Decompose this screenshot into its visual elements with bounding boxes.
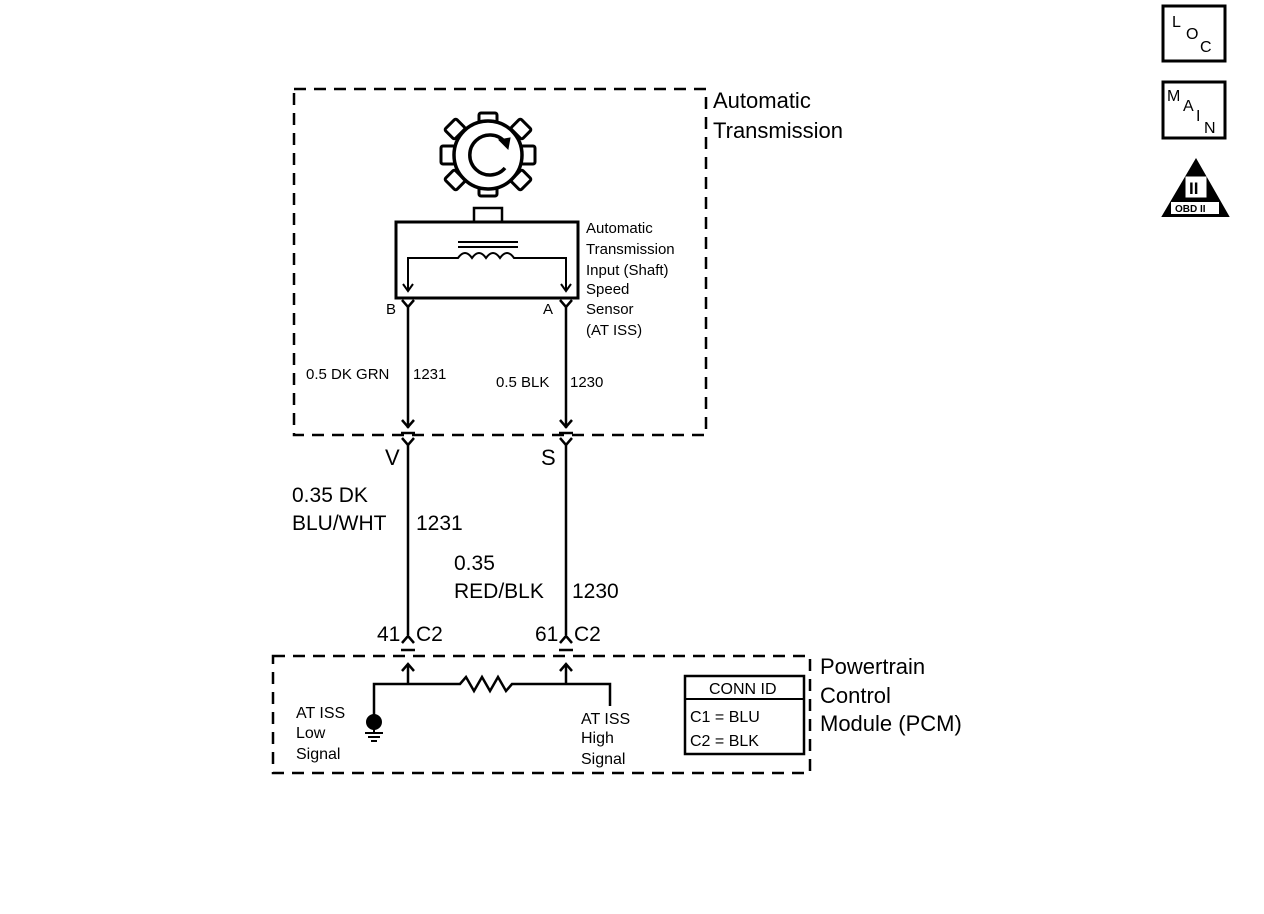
svg-text:L: L (1172, 14, 1181, 31)
svg-text:N: N (1204, 120, 1216, 137)
pcm-boundary (271, 654, 812, 775)
wire-outer-right-circuit: 1230 (572, 580, 619, 603)
svg-text:Signal: Signal (296, 746, 340, 763)
pcm-internal-circuit (372, 662, 612, 716)
svg-text:II: II (1189, 179, 1198, 198)
low-signal-label: AT ISS Low Signal (296, 705, 345, 763)
wire-outer-left-gauge: 0.35 DK (292, 484, 368, 507)
sensor-pin-a: A (543, 301, 553, 318)
pcm-label-line3: Module (PCM) (820, 711, 962, 736)
inner-wires (401, 307, 573, 429)
wire-inner-left-color: 0.5 DK GRN (306, 366, 389, 383)
obd-ii-icon[interactable]: II OBD II (1161, 158, 1230, 217)
svg-text:Low: Low (296, 725, 326, 742)
inline-connector-s: S (541, 445, 556, 470)
svg-text:AT ISS: AT ISS (581, 711, 630, 728)
pcm-conn-right: C2 (574, 623, 601, 646)
wire-inner-right-circuit: 1230 (570, 374, 603, 391)
outer-wires (406, 445, 568, 635)
speed-sensor-icon (394, 206, 580, 300)
svg-text:C: C (1200, 39, 1212, 56)
wire-outer-right-color: RED/BLK (454, 580, 544, 603)
svg-text:Speed: Speed (586, 281, 629, 298)
svg-text:AT ISS: AT ISS (296, 705, 345, 722)
conn-id-row-c2: C2 = BLK (690, 733, 759, 750)
svg-text:M: M (1167, 88, 1180, 105)
pcm-conn-left: C2 (416, 623, 443, 646)
conn-id-header: CONN ID (709, 681, 777, 698)
sensor-label: Automatic Transmission Input (Shaft) Spe… (586, 220, 675, 339)
loc-icon[interactable]: L O C (1161, 4, 1227, 63)
pcm-pin-41: 41 (377, 623, 400, 646)
svg-text:OBD II: OBD II (1175, 204, 1206, 215)
svg-text:High: High (581, 730, 614, 747)
conn-id-table: CONN ID C1 = BLU C2 = BLK (683, 674, 806, 756)
wire-outer-left-circuit: 1231 (416, 512, 463, 535)
svg-text:(AT ISS): (AT ISS) (586, 322, 642, 339)
reluctor-wheel-icon (439, 111, 537, 198)
svg-text:Sensor: Sensor (586, 301, 634, 318)
svg-text:Signal: Signal (581, 751, 625, 768)
pcm-pin-61: 61 (535, 623, 558, 646)
ground-icon (365, 714, 383, 742)
inline-connectors (401, 431, 573, 447)
pcm-connectors (401, 634, 573, 652)
transmission-label-line2: Transmission (713, 118, 843, 143)
inline-connector-v: V (385, 445, 400, 470)
pcm-label-line2: Control (820, 683, 891, 708)
svg-text:A: A (1183, 98, 1194, 115)
svg-text:O: O (1186, 26, 1198, 43)
wire-outer-right-gauge: 0.35 (454, 552, 495, 575)
high-signal-label: AT ISS High Signal (581, 711, 630, 768)
transmission-label-line1: Automatic (713, 88, 811, 113)
wire-inner-left-circuit: 1231 (413, 366, 446, 383)
conn-id-row-c1: C1 = BLU (690, 709, 760, 726)
svg-text:Automatic: Automatic (586, 220, 653, 237)
sensor-pin-b: B (386, 301, 396, 318)
main-icon[interactable]: M A I N (1161, 80, 1227, 140)
pcm-label-line1: Powertrain (820, 654, 925, 679)
svg-text:Transmission: Transmission (586, 241, 675, 258)
svg-text:I: I (1196, 108, 1200, 125)
svg-text:Input (Shaft): Input (Shaft) (586, 262, 669, 279)
transmission-boundary (292, 87, 708, 437)
wire-inner-right-color: 0.5 BLK (496, 374, 549, 391)
wire-outer-left-color: BLU/WHT (292, 512, 387, 535)
